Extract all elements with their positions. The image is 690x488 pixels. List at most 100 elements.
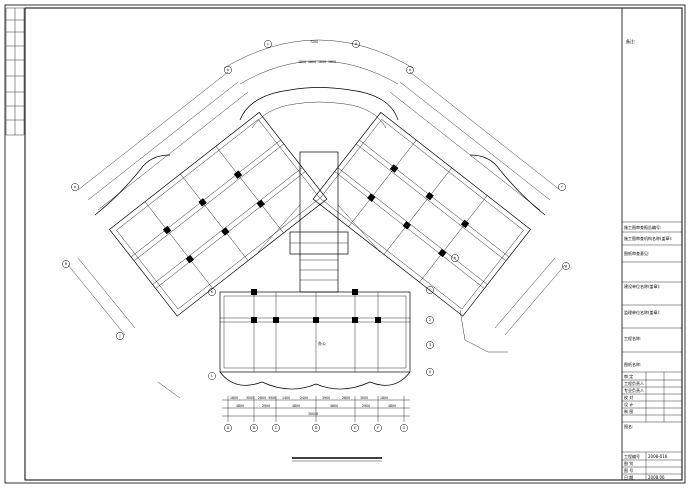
bottom-axis-1-label: B [253,426,256,430]
bottom-axis-5-label: F [377,426,379,430]
left-axis-0-label: H [65,262,68,266]
bottom-axis-bubbles: A B C D E F G [224,424,408,432]
bottom-axis-2: C [272,424,280,432]
bottom-axis-4: E [351,424,359,432]
bottom-dim-3: 3900 [268,396,276,400]
left-axis-2: K [208,288,216,296]
right-wing-dimension-chain [389,71,561,211]
arc-axis-1: b [224,66,232,74]
review-agency: 施工图审查机构名称(盖章): [624,235,672,241]
top-dim-2: 1800 [318,60,326,64]
arc-axis-2-label: c [267,42,269,46]
sign-row-3: 专业负责人 [624,387,644,393]
bottom-block [219,289,411,373]
section-leader-right [459,309,508,353]
right-wing-curved-end [469,154,546,216]
review-report-no: 施工图审查报告编号: [624,224,661,230]
left-axis-1: J [116,332,124,340]
right-axis-1-label: 2 [429,318,431,322]
bottom-axis-5: F [374,424,382,432]
sign-row-1: 审 定 [624,373,633,379]
right-axis-0: 1 [426,286,434,294]
left-wing-dimension-chain [77,71,249,211]
top-dim-total: 7200 [310,40,318,44]
drawing-name: 图纸名称: [624,361,641,367]
bottom-dim-b-5: 4800 [388,404,396,408]
right-axis-3: 4 [426,368,434,376]
bottom-axis-1: B [250,424,258,432]
top-lobby-inner [251,101,387,129]
top-arc-dimension-outer [223,39,414,69]
bottom-dim-b-4: 2900 [362,404,370,408]
drawing-no-label: 图 号 [624,467,633,473]
figure-name-label: 图名: [624,423,633,429]
project-no-label: 工程编号 [624,453,640,459]
bottom-axis-4-label: E [354,426,356,430]
bottom-dim-b-2: 4800 [292,404,300,408]
left-wing-curved-end [94,154,171,216]
left-axis-2-label: K [211,290,214,294]
bottom-block-curved-front [219,371,411,390]
bottom-dim-b-3: 4800 [330,404,338,408]
bottom-dimension-chain [222,396,410,422]
top-dim-1: 1800 [308,60,316,64]
room-label: 办公 [318,340,326,346]
left-axis-1-label: J [119,334,121,338]
bottom-dim-4: 1400 [282,396,290,400]
binding-strip [5,7,25,136]
arc-axis-1-label: b [227,68,229,72]
bottom-dim-0: 1800 [230,396,238,400]
arc-axis-5-label: f [561,185,563,189]
supervisor-name: 监理单位名称(盖章): [624,309,660,315]
right-lower-dimension [504,264,566,336]
bottom-dim-2: 2800 [258,396,266,400]
sign-row-2: 工程负责人 [624,380,644,386]
left-axis-bubbles: H J K L [62,260,216,380]
arc-axis-4-label: e [409,68,411,72]
bottom-axis-3-label: D [315,426,318,430]
arc-axis-bubbles: a b c d e f g h [71,40,570,270]
arc-axis-0-label: a [74,185,76,189]
bottom-dim-b-1: 2900 [262,404,270,408]
project-no-value: 2008-016 [648,454,668,459]
right-wing [312,111,532,317]
floor-plan: 办公 1800300028003900140024003900280030001… [62,39,570,462]
arc-axis-3-label: d [355,42,357,46]
right-lower-dimension-2 [494,257,556,329]
right-axis-0-label: 1 [429,288,431,292]
notes-label: 备注: [626,38,635,44]
arc-axis-2: c [264,40,272,48]
sign-row-4: 校 对 [624,394,633,400]
bottom-axis-0-label: A [227,426,230,430]
bottom-axis-6-label: G [403,426,406,430]
bottom-axis-2-label: C [275,426,278,430]
bottom-dim-9: 1800 [380,396,388,400]
arc-axis-7-label: h [454,256,456,260]
section-leader-left [157,381,181,399]
left-axis-0: H [62,260,70,268]
right-axis-2-label: 3 [429,343,431,347]
left-lower-dimension-2 [77,257,136,329]
sheet-border [4,4,686,484]
arc-axis-6-label: g [565,264,567,268]
arc-axis-6: g [562,262,570,270]
arc-axis-5: f [558,183,566,191]
bottom-axis-3: D [312,424,320,432]
left-axis-3: L [208,372,216,380]
drawing-frame [24,7,683,481]
right-axis-1: 2 [426,316,434,324]
arc-axis-4: e [406,66,414,74]
project-name: 工程名称: [624,335,641,341]
bottom-dim-6: 3900 [322,396,330,400]
left-lower-dimension [67,264,126,336]
owner-name: 建设单位名称(盖章): [624,283,660,289]
bottom-axis-6: G [400,424,408,432]
top-dim-0: 1800 [298,60,306,64]
arc-axis-3: d [352,40,360,48]
bottom-dim-b-0: 4800 [236,404,244,408]
top-arc-dimension-inner [239,60,399,85]
drawing-type-label: 图 别 [624,460,633,466]
bottom-dim-5: 2400 [300,396,308,400]
